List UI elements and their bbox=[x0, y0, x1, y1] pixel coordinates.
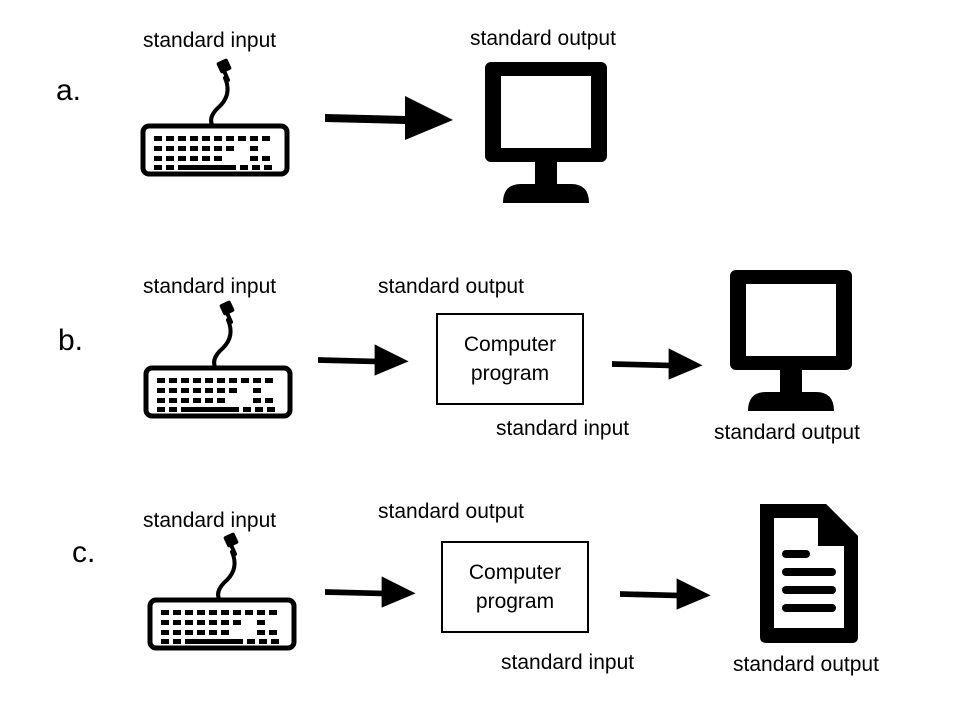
row-b-output-caption: standard output bbox=[714, 421, 860, 444]
row-c-program-output-caption: standard output bbox=[378, 500, 524, 523]
document-icon bbox=[752, 500, 862, 645]
row-label-a: a. bbox=[56, 74, 82, 107]
keyboard-icon bbox=[140, 58, 290, 178]
keyboard-icon bbox=[143, 300, 293, 420]
arrow-right-icon bbox=[318, 340, 410, 380]
row-label-c: c. bbox=[72, 536, 96, 569]
program-label-line2: program bbox=[470, 362, 550, 385]
row-c-program-input-caption: standard input bbox=[501, 651, 635, 674]
row-label-b: b. bbox=[58, 324, 84, 357]
program-label-line2: program bbox=[475, 590, 555, 613]
row-c-input-caption: standard input bbox=[143, 509, 277, 532]
program-label-line1: Computer bbox=[468, 560, 562, 584]
monitor-icon bbox=[481, 58, 611, 203]
row-c-output-caption: standard output bbox=[733, 653, 879, 676]
monitor-icon bbox=[726, 266, 856, 411]
keyboard-icon bbox=[147, 532, 297, 652]
row-a-input-caption: standard input bbox=[143, 29, 277, 52]
row-b-program-output-caption: standard output bbox=[378, 275, 524, 298]
arrow-right-icon bbox=[612, 344, 704, 384]
program-label-line1: Computer bbox=[463, 332, 557, 356]
row-b-program-input-caption: standard input bbox=[496, 417, 630, 440]
row-a-output-caption: standard output bbox=[470, 27, 616, 50]
arrow-right-icon bbox=[620, 574, 712, 614]
arrow-right-icon bbox=[325, 96, 455, 140]
computer-program-box: Computer program bbox=[436, 313, 584, 405]
arrow-right-icon bbox=[325, 572, 417, 612]
row-b-input-caption: standard input bbox=[143, 275, 277, 298]
computer-program-box: Computer program bbox=[441, 541, 589, 633]
